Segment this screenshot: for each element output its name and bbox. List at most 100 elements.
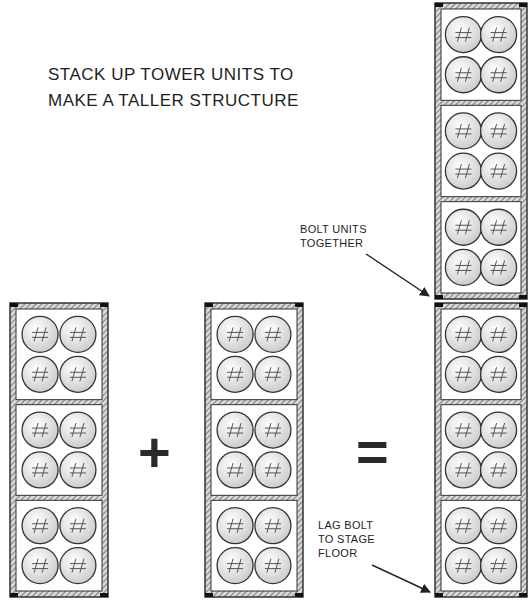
hash-mark	[491, 220, 507, 234]
corner-plate	[295, 303, 303, 307]
stacked-drum	[60, 412, 96, 448]
plus-sign-box: +	[138, 424, 178, 480]
tower-unit	[435, 3, 527, 299]
hash-mark	[227, 559, 243, 573]
hash-mark	[70, 327, 86, 341]
hash-mark	[455, 164, 471, 178]
stacked-drum	[255, 452, 291, 488]
stacked-drum	[445, 508, 481, 544]
hash-mark	[227, 327, 243, 341]
stacked-drum	[217, 356, 253, 392]
tower-frame	[435, 3, 527, 299]
tower-bay	[441, 405, 521, 496]
tower-bay	[16, 500, 102, 591]
stacked-drum	[481, 548, 517, 584]
stacked-drum	[217, 548, 253, 584]
hash-mark	[455, 463, 471, 477]
stacked-drum	[60, 356, 96, 392]
stacked-drum	[255, 412, 291, 448]
tower-bay	[211, 309, 297, 400]
hash-mark	[455, 559, 471, 573]
hash-mark	[70, 367, 86, 381]
hash-mark	[70, 423, 86, 437]
hash-mark	[70, 559, 86, 573]
stacked-drum	[481, 316, 517, 352]
hash-mark	[32, 559, 48, 573]
corner-plate	[100, 303, 108, 307]
corner-plate	[519, 295, 527, 299]
diagram-title-box: STACK UP TOWER UNITS TO MAKE A TALLER ST…	[48, 62, 323, 114]
hash-mark	[227, 367, 243, 381]
stacked-drum	[481, 113, 517, 149]
stacked-drum	[481, 412, 517, 448]
hash-mark	[491, 423, 507, 437]
callout-note-box: LAG BOLT TO STAGE FLOOR	[318, 518, 386, 560]
tower-bay	[441, 9, 521, 100]
hash-mark	[455, 367, 471, 381]
hash-mark	[227, 519, 243, 533]
corner-plate	[100, 593, 108, 597]
plus-sign: +	[138, 424, 178, 480]
hash-mark	[455, 220, 471, 234]
diagram-title: STACK UP TOWER UNITS TO MAKE A TALLER ST…	[48, 62, 323, 114]
stacked-drum	[481, 57, 517, 93]
corner-plate	[10, 303, 18, 307]
hash-mark	[491, 519, 507, 533]
stacked-drum	[445, 57, 481, 93]
tower-frame	[435, 303, 527, 597]
hash-mark	[455, 423, 471, 437]
callout-note: LAG BOLT TO STAGE FLOOR	[318, 518, 386, 560]
stacked-drum	[22, 452, 58, 488]
hash-mark	[70, 519, 86, 533]
corner-plate	[435, 303, 443, 307]
stacked-drum	[445, 153, 481, 189]
stacked-drum	[445, 17, 481, 53]
hash-mark	[455, 327, 471, 341]
stacked-drum	[481, 209, 517, 245]
hash-mark	[32, 327, 48, 341]
hash-mark	[227, 423, 243, 437]
stacked-drum	[60, 452, 96, 488]
tower-bay	[441, 105, 521, 196]
hash-mark	[455, 28, 471, 42]
hash-mark	[491, 28, 507, 42]
stacked-drum	[445, 548, 481, 584]
callout-note: BOLT UNITS TOGETHER	[300, 222, 382, 250]
corner-plate	[295, 593, 303, 597]
tower-unit	[435, 303, 527, 597]
stacked-drum	[255, 508, 291, 544]
tower-bay	[441, 309, 521, 400]
stacked-drum	[22, 508, 58, 544]
stacked-drum	[445, 209, 481, 245]
stacked-drum	[481, 452, 517, 488]
leader-line	[372, 565, 430, 592]
hash-mark	[265, 519, 281, 533]
stacked-drum	[445, 249, 481, 285]
corner-plate	[435, 593, 443, 597]
tower-bay	[441, 202, 521, 293]
stacked-drum	[445, 356, 481, 392]
tower-bay	[441, 500, 521, 591]
tower-bay	[16, 309, 102, 400]
stacked-drum	[22, 356, 58, 392]
stacked-drum	[481, 153, 517, 189]
hash-mark	[265, 423, 281, 437]
hash-mark	[491, 327, 507, 341]
stacked-drum	[60, 316, 96, 352]
corner-plate	[519, 303, 527, 307]
stacked-drum	[481, 249, 517, 285]
corner-plate	[205, 303, 213, 307]
stacked-drum	[445, 113, 481, 149]
stacked-drum	[22, 548, 58, 584]
tower-unit	[10, 303, 108, 597]
stacked-drum	[445, 412, 481, 448]
callout-note-box: BOLT UNITS TOGETHER	[300, 222, 382, 250]
corner-plate	[435, 3, 443, 7]
leader-line	[366, 254, 429, 296]
hash-mark	[491, 559, 507, 573]
hash-mark	[265, 463, 281, 477]
hash-mark	[32, 519, 48, 533]
hash-mark	[70, 463, 86, 477]
tower-bay	[211, 500, 297, 591]
